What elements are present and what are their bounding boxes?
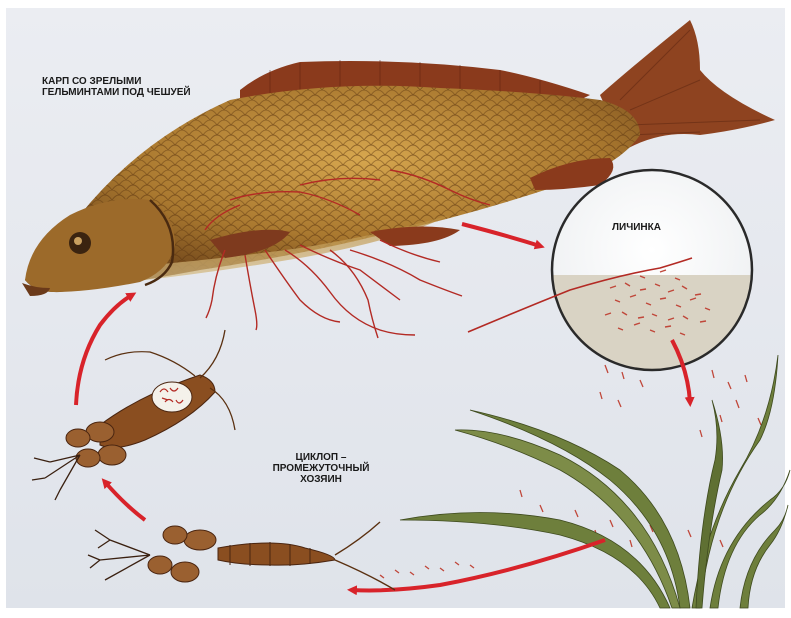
label-carp: КАРП СО ЗРЕЛЫМИ ГЕЛЬМИНТАМИ ПОД ЧЕШУЕЙ (42, 76, 212, 98)
cyclops-body-window (152, 382, 192, 412)
label-larva: ЛИЧИНКА (612, 222, 692, 233)
label-cyclops: ЦИКЛОП – ПРОМЕЖУТОЧНЫЙ ХОЗЯИН (256, 452, 386, 485)
